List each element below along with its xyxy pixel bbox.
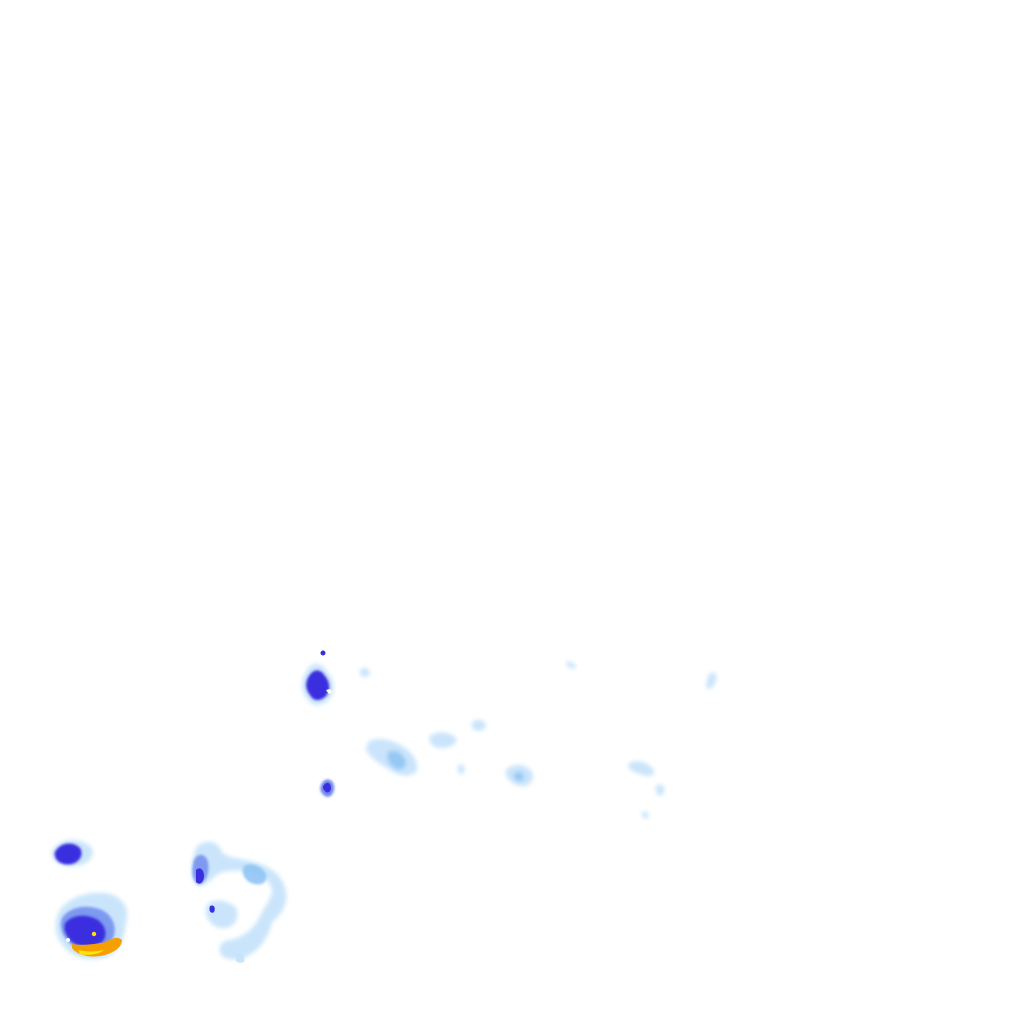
precip-scatter-middle [360, 661, 717, 819]
precip-cell-north [302, 650, 334, 706]
precip-cell-west [51, 840, 93, 867]
precip-cell-center-small [320, 779, 335, 797]
precip-cell-southwest-intense [55, 892, 128, 960]
precip-cell-south-ring [191, 841, 287, 963]
